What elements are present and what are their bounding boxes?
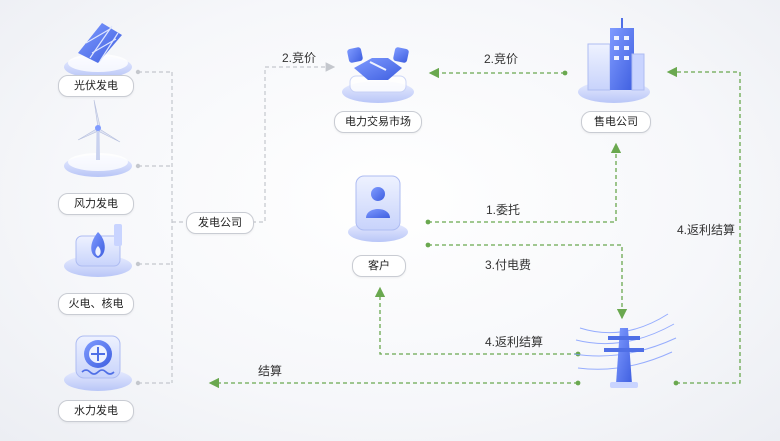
hydro-turbine-icon: [64, 335, 132, 391]
edge-label-bid-retail: 2.竞价: [484, 52, 519, 66]
source-pill-solar: 光伏发电: [58, 75, 134, 97]
node-generation-company: 发电公司: [186, 212, 254, 234]
edge-label-entrust: 1.委托: [486, 203, 521, 217]
edge-label-rebate-retail: 4.返利结算: [677, 223, 736, 237]
flame-power-icon: [64, 224, 132, 277]
edge-label-bid-generation: 2.竞价: [282, 51, 317, 65]
edge-label-pay: 3.付电费: [485, 258, 532, 272]
source-pill-hydro: 水力发电: [58, 400, 134, 422]
office-building-icon: [578, 18, 650, 103]
power-tower-icon: [573, 313, 677, 388]
handshake-icon: [342, 47, 414, 103]
green-connectors: [208, 66, 741, 389]
generation-connectors: [138, 62, 336, 384]
wind-turbine-icon: [64, 99, 132, 177]
source-pill-wind: 风力发电: [58, 193, 134, 215]
node-retail-company: 售电公司: [581, 111, 651, 133]
edge-label-settle: 结算: [258, 364, 283, 378]
customer-badge-icon: [348, 175, 408, 242]
source-pill-thermal-nuclear: 火电、核电: [58, 293, 134, 315]
edge-label-rebate-customer: 4.返利结算: [485, 335, 544, 349]
node-power-market: 电力交易市场: [334, 111, 422, 133]
solar-panel-icon: [64, 23, 132, 78]
node-customer: 客户: [352, 255, 406, 277]
